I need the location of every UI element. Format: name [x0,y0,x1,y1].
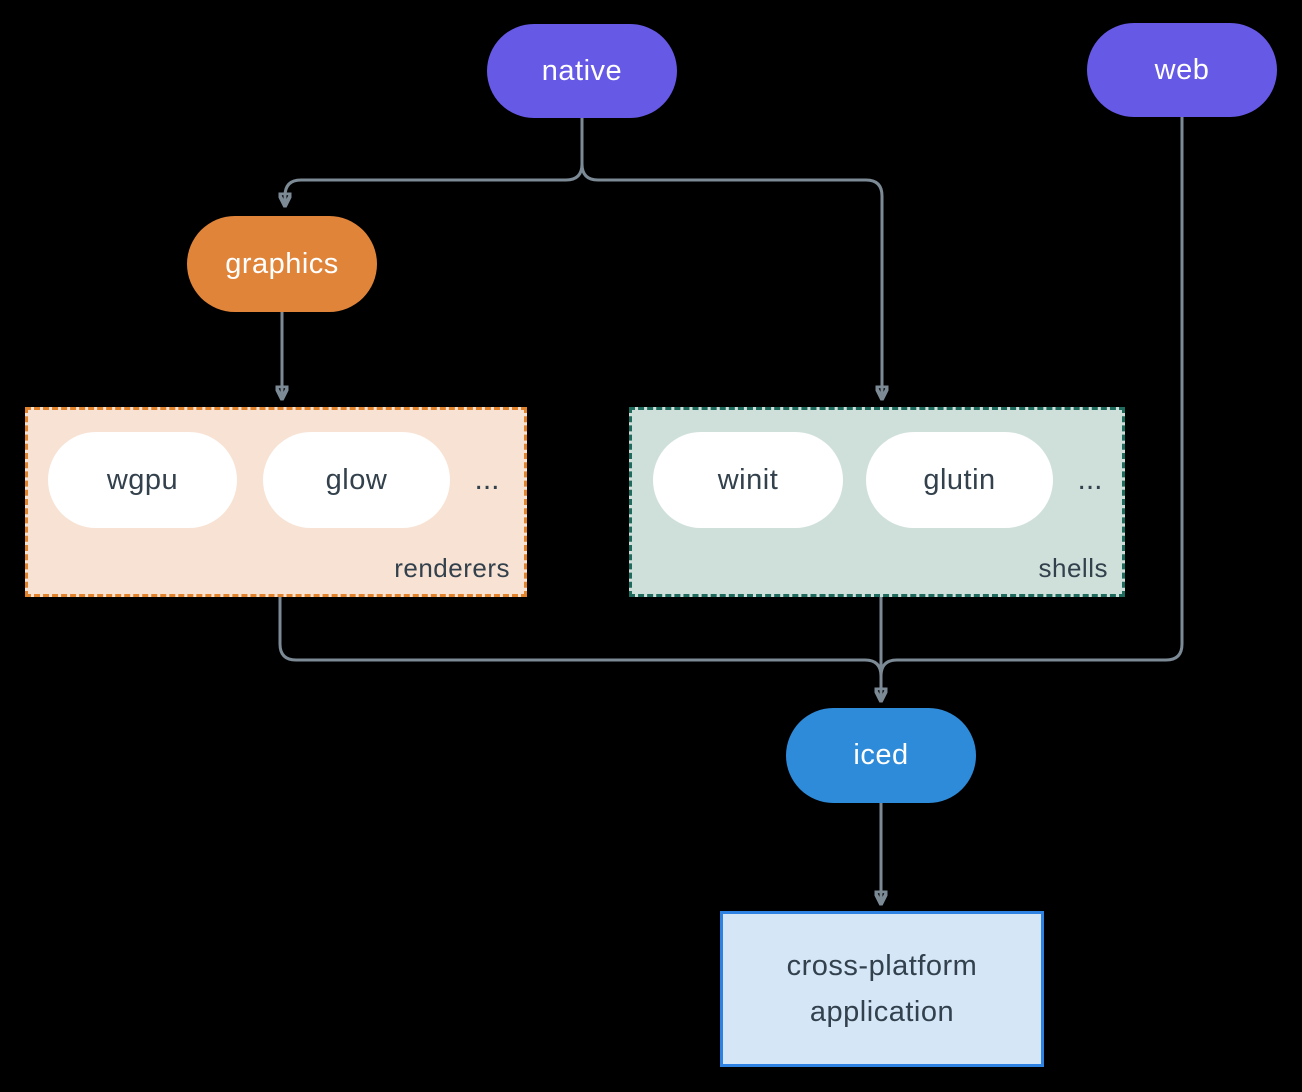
edge-native-to-shells [580,118,882,396]
edge-native-to-graphics [285,118,584,203]
edge-web-to-junction [879,117,1184,677]
renderers-ellipsis: ... [474,463,500,496]
group-renderers: wgpu glow ... renderers [25,407,527,597]
edge-renderers-to-junction [278,597,883,677]
node-glow: glow [263,432,450,528]
shells-group-label: shells [1038,553,1108,583]
node-native: native [487,24,677,118]
node-graphics: graphics [187,216,377,312]
node-web: web [1087,23,1277,117]
node-iced: iced [786,708,976,803]
application-label-line2: application [809,996,955,1028]
renderers-group-label: renderers [394,553,510,583]
application-label-line1: cross-platform [786,950,978,982]
node-glutin: glutin [866,432,1053,528]
shells-ellipsis: ... [1077,463,1103,496]
node-cross-platform-application: cross-platform application [720,911,1044,1067]
group-shells: winit glutin ... shells [629,407,1125,597]
node-wgpu: wgpu [48,432,237,528]
node-winit: winit [653,432,843,528]
